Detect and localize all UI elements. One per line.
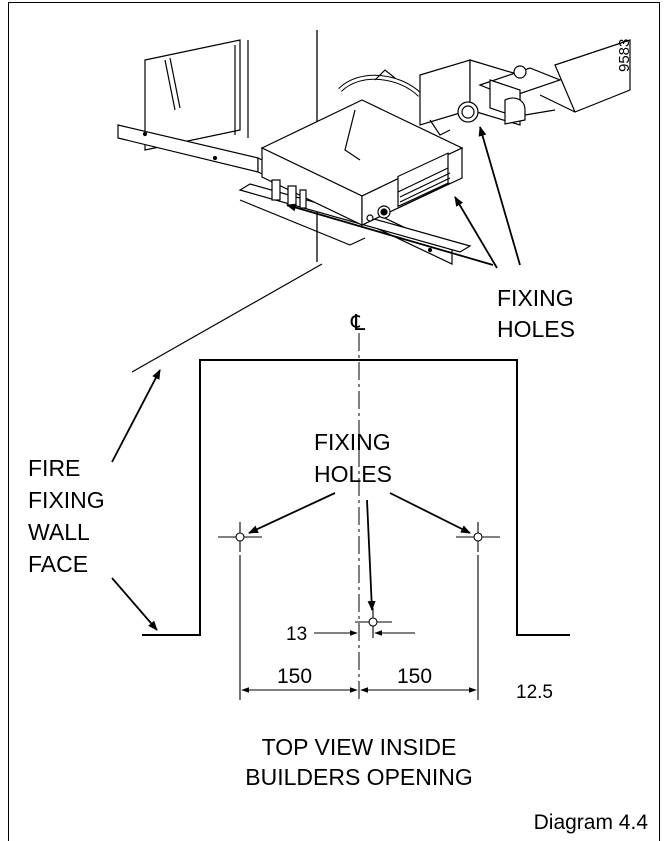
dimension-12-5-label: 12.5 — [516, 682, 553, 703]
dimension-150-left-label: 150 — [277, 665, 312, 688]
builders-opening-outline — [142, 359, 570, 636]
fixing-holes-top-line2: HOLES — [497, 316, 575, 342]
fixing-hole-left — [218, 522, 262, 552]
fixing-holes-mid-line2: HOLES — [314, 461, 392, 487]
top-fixing-arrows — [286, 126, 521, 269]
fixing-hole-right — [456, 522, 500, 552]
centreline-symbol: ℄ — [350, 310, 366, 335]
fire-label-line1: FIRE — [28, 455, 80, 481]
diagram-label: Diagram 4.4 — [534, 811, 649, 834]
fire-label-line2: FIXING — [28, 487, 105, 513]
fixing-hole-centre — [355, 608, 392, 638]
fixing-holes-top-line1: FIXING — [497, 285, 574, 311]
fire-label-line3: WALL — [28, 519, 90, 545]
appliance-illustration — [117, 30, 631, 265]
figure-number: 9583 — [616, 39, 633, 72]
dimension-150 — [239, 555, 479, 700]
fixing-holes-mid-line1: FIXING — [314, 429, 391, 455]
dimension-13-label: 13 — [286, 624, 307, 645]
fire-wall-arrows — [111, 369, 161, 631]
caption-line1: TOP VIEW INSIDE — [262, 734, 457, 760]
diagram-frame — [8, 2, 660, 841]
wall-perspective-line — [131, 263, 323, 373]
caption-line2: BUILDERS OPENING — [245, 764, 473, 790]
mid-fixing-arrows — [248, 492, 471, 611]
dimension-150-right-label: 150 — [397, 665, 432, 688]
fire-label-line4: FACE — [28, 551, 88, 577]
